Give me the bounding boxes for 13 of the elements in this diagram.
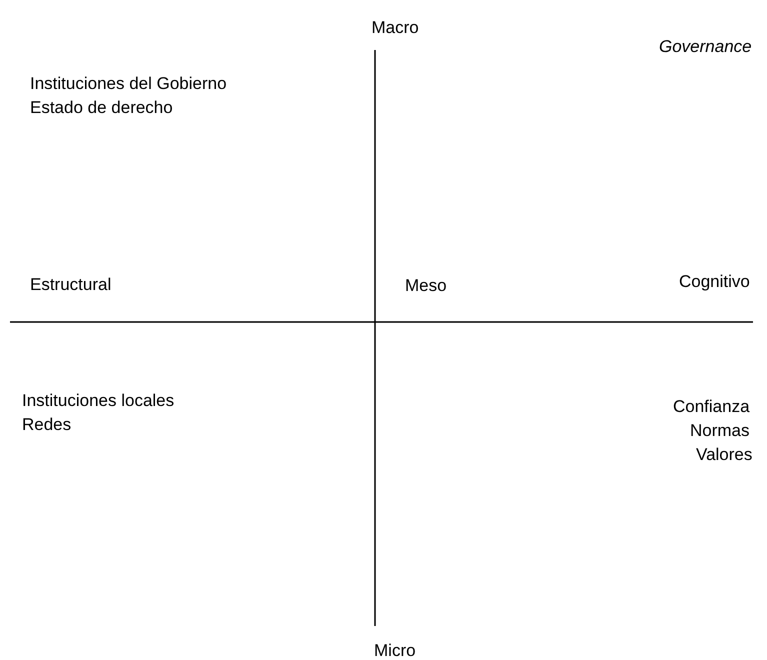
axis-label: Micro [374,641,416,660]
axis-label: Cognitivo [679,272,750,292]
quadrant-text: Valores [696,445,752,465]
quadrant-text: Estado de derecho [30,98,173,118]
quadrant-text: Confianza [673,397,750,417]
center-label: Meso [405,276,447,296]
axis-label: Macro [372,18,419,38]
quadrant-text: Instituciones locales [22,391,174,411]
quadrant-text: Instituciones del Gobierno [30,74,227,94]
quadrant-text: Governance [659,37,752,57]
quadrant-text: Normas [690,421,750,441]
axis-label: Estructural [30,275,112,295]
quadrant-text: Redes [22,415,72,435]
